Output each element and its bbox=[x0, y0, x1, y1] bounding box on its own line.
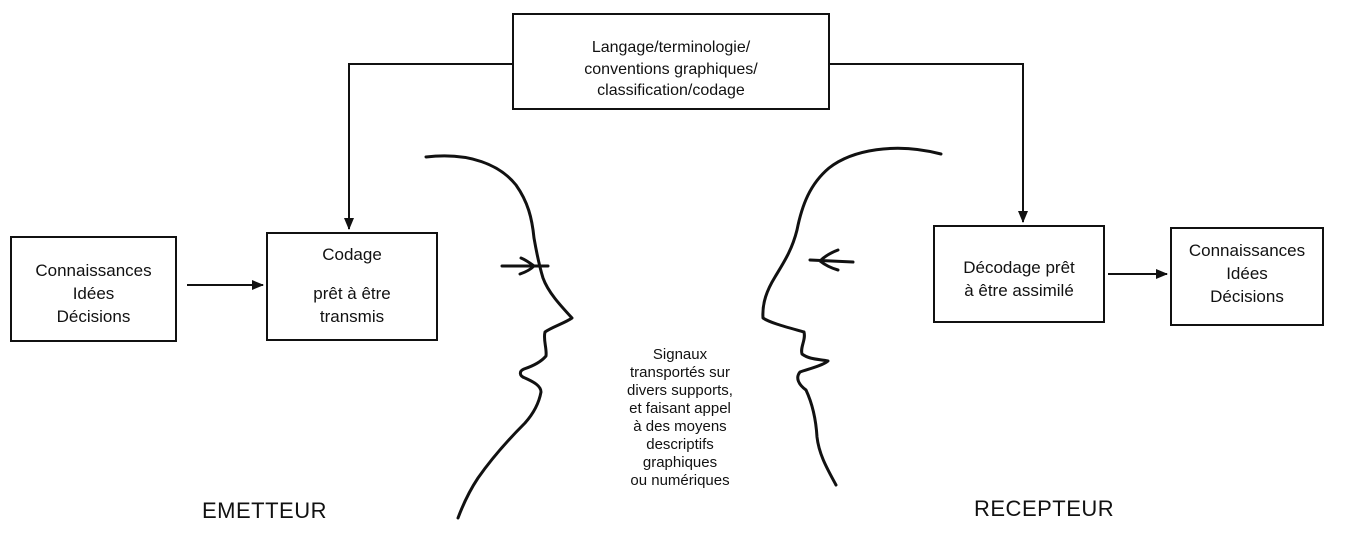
emitter-knowledge-line-1: Connaissances bbox=[35, 261, 152, 280]
emitter-label: EMETTEUR bbox=[202, 498, 327, 523]
receiver-knowledge-line-3: Décisions bbox=[1210, 286, 1284, 306]
emitter-face-profile bbox=[424, 154, 574, 520]
receiver-knowledge-line-2: Idées bbox=[1226, 263, 1268, 283]
signals-line-8: ou numériques bbox=[630, 472, 730, 489]
connector-top-to-codage bbox=[344, 63, 512, 230]
codage-line-2: prêt à être bbox=[313, 283, 391, 303]
conventions-box: Langage/terminologie/ conventions graphi… bbox=[512, 13, 830, 110]
signals-line-5: à des moyens bbox=[633, 418, 727, 435]
connector-top-to-decodage bbox=[830, 63, 1028, 223]
conventions-line-1: Langage/terminologie/ bbox=[591, 39, 751, 56]
signals-line-2: transportés sur bbox=[629, 364, 731, 381]
signals-line-3: divers supports, bbox=[627, 382, 733, 399]
emitter-knowledge-line-2: Idées bbox=[72, 283, 115, 303]
codage-title: Codage bbox=[322, 245, 382, 264]
receiver-eye-icon bbox=[808, 248, 855, 272]
decodage-line-2: à être assimilé bbox=[964, 280, 1074, 300]
codage-box: Codage prêt à être transmis bbox=[266, 232, 438, 341]
emitter-eye-icon bbox=[500, 256, 550, 276]
conventions-line-2: conventions graphiques/ bbox=[584, 60, 758, 78]
signals-line-7: graphiques bbox=[642, 454, 718, 471]
receiver-knowledge-box: Connaissances Idées Décisions bbox=[1170, 227, 1324, 326]
signals-description: Signaux transportés sur divers supports,… bbox=[590, 346, 770, 490]
conventions-line-3: classification/codage bbox=[597, 82, 745, 100]
receiver-label: RECEPTEUR bbox=[974, 496, 1115, 521]
codage-line-3: transmis bbox=[319, 306, 385, 326]
receiver-face-profile bbox=[761, 146, 943, 487]
decodage-line-1: Décodage prêt bbox=[963, 258, 1075, 277]
signals-line-1: Signaux bbox=[652, 346, 708, 363]
signals-line-6: descriptifs bbox=[646, 436, 714, 453]
emitter-knowledge-box: Connaissances Idées Décisions bbox=[10, 236, 177, 342]
receiver-knowledge-line-1: Connaissances bbox=[1188, 241, 1306, 260]
signals-line-4: et faisant appel bbox=[629, 400, 731, 417]
decodage-box: Décodage prêt à être assimilé bbox=[933, 225, 1105, 323]
emitter-knowledge-line-3: Décisions bbox=[56, 306, 131, 326]
